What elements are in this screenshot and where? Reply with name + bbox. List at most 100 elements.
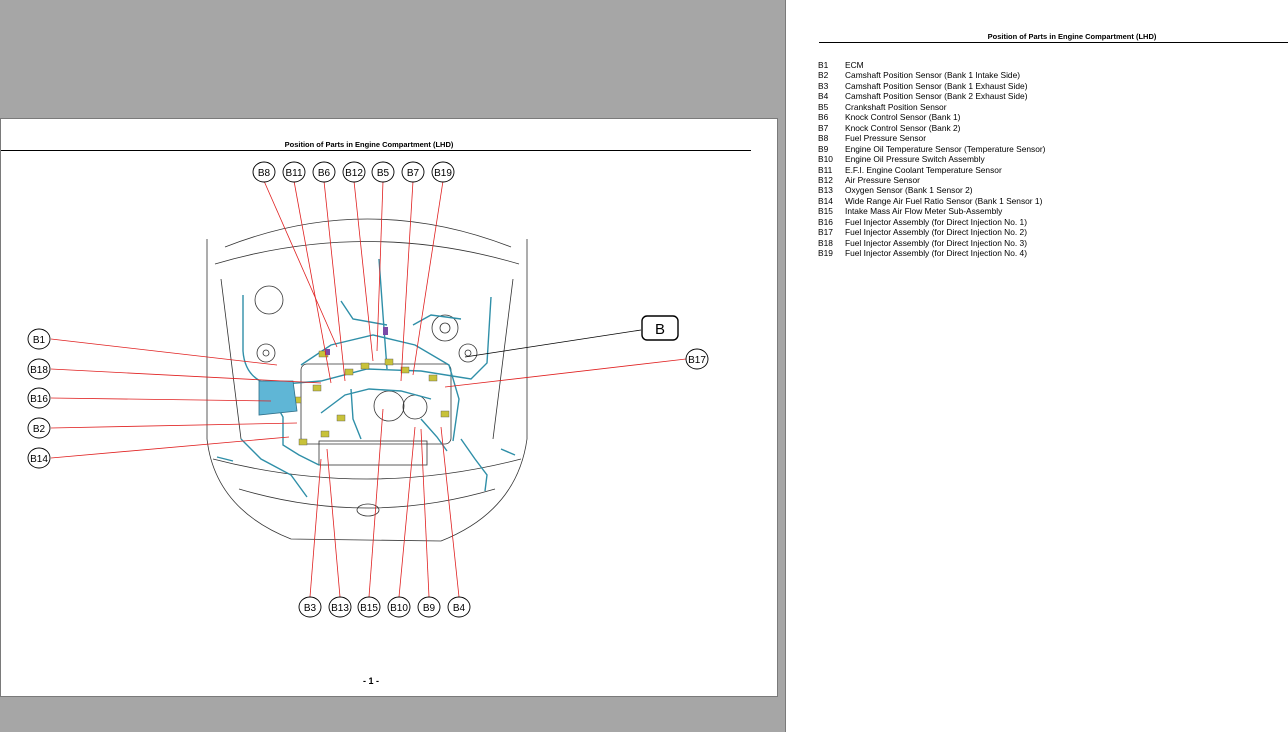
page-number: - 1 - — [362, 676, 379, 686]
callout-b17: B17 — [685, 348, 709, 370]
part-name: Knock Control Sensor (Bank 1) — [845, 112, 961, 123]
document-page-left[interactable]: Position of Parts in Engine Compartment … — [0, 118, 778, 697]
vehicle-outline — [206, 218, 528, 542]
callout-label: B7 — [407, 168, 420, 179]
title-rule — [1, 150, 751, 151]
part-code: B19 — [818, 248, 833, 259]
callout-label: B8 — [258, 168, 271, 179]
list-item: B5 Crankshaft Position Sensor — [818, 102, 1045, 112]
part-name: ECM — [845, 60, 864, 70]
part-name: Camshaft Position Sensor (Bank 1 Exhaust… — [845, 80, 1028, 91]
part-code: B16 — [818, 216, 833, 227]
callout-b2: B2 — [27, 417, 51, 439]
callout-label: B15 — [360, 603, 378, 614]
part-name: Fuel Pressure Sensor — [845, 133, 926, 144]
part-name: Knock Control Sensor (Bank 2) — [845, 122, 961, 133]
part-code: B18 — [818, 237, 833, 248]
callouts-left: B1 B18 B16 B2 B14 — [27, 328, 51, 469]
part-code: B15 — [818, 206, 833, 217]
part-code: B17 — [818, 227, 833, 238]
callout-label: B19 — [434, 168, 452, 179]
callout-b10: B10 — [387, 596, 411, 618]
part-code: B3 — [818, 80, 829, 91]
part-name: Crankshaft Position Sensor — [845, 101, 947, 112]
list-item: B1 ECM — [818, 60, 1045, 70]
callout-b4: B4 — [447, 596, 471, 618]
callout-label: B10 — [390, 603, 408, 614]
leader-lines — [50, 180, 687, 598]
part-code: B12 — [818, 174, 833, 185]
list-item: B3 Camshaft Position Sensor (Bank 1 Exhau… — [818, 81, 1045, 91]
part-code: B9 — [818, 143, 829, 154]
callout-b1: B1 — [27, 328, 51, 350]
part-code: B8 — [818, 133, 829, 144]
list-item: B19 Fuel Injector Assembly (for Direct In… — [818, 248, 1045, 258]
part-code: B13 — [818, 185, 833, 196]
callout-label: B17 — [688, 355, 706, 366]
callout-b19: B19 — [431, 161, 455, 183]
callout-b9: B9 — [417, 596, 441, 618]
list-item: B8 Fuel Pressure Sensor — [818, 133, 1045, 143]
part-name: Engine Oil Pressure Switch Assembly — [845, 154, 985, 165]
callout-label: B12 — [345, 168, 363, 179]
section-label-box: B — [641, 315, 679, 341]
callout-label: B3 — [304, 603, 317, 614]
callout-b14: B14 — [27, 447, 51, 469]
callout-b5: B5 — [371, 161, 395, 183]
callout-label: B4 — [453, 603, 466, 614]
part-name: Engine Oil Temperature Sensor (Temperatu… — [845, 143, 1046, 154]
part-code: B2 — [818, 70, 829, 81]
part-name: E.F.I. Engine Coolant Temperature Sensor — [845, 164, 1002, 175]
engine-compartment-diagram: B8 B11 B6 B12 B5 B7 B19 B1 B18 B16 B2 B1… — [27, 161, 709, 618]
callout-label: B11 — [285, 168, 302, 179]
callout-b12: B12 — [342, 161, 366, 183]
section-label: B — [655, 321, 665, 338]
page-divider — [785, 0, 786, 732]
callout-label: B1 — [33, 335, 46, 346]
callout-b3: B3 — [298, 596, 322, 618]
list-item: B7 Knock Control Sensor (Bank 2) — [818, 123, 1045, 133]
callout-b18: B18 — [27, 358, 51, 380]
part-code: B5 — [818, 101, 829, 112]
part-name: Wide Range Air Fuel Ratio Sensor (Bank 1… — [845, 195, 1043, 206]
part-name: Fuel Injector Assembly (for Direct Injec… — [845, 216, 1027, 227]
ecm-block — [258, 380, 298, 416]
list-item: B13 Oxygen Sensor (Bank 1 Sensor 2) — [818, 185, 1045, 195]
callout-label: B9 — [423, 603, 436, 614]
part-name: Air Pressure Sensor — [845, 174, 920, 185]
page-title: Position of Parts in Engine Compartment … — [284, 140, 454, 149]
callout-b11: B11 — [282, 161, 306, 183]
list-item: B15 Intake Mass Air Flow Meter Sub-Assemb… — [818, 206, 1045, 216]
list-item: B16 Fuel Injector Assembly (for Direct In… — [818, 217, 1045, 227]
callout-label: B5 — [377, 168, 390, 179]
part-code: B4 — [818, 91, 829, 102]
list-item: B9 Engine Oil Temperature Sensor (Tempera… — [818, 144, 1045, 154]
part-name: Fuel Injector Assembly (for Direct Injec… — [845, 248, 1027, 259]
list-item: B2 Camshaft Position Sensor (Bank 1 Intak… — [818, 70, 1045, 80]
callout-b6: B6 — [312, 161, 336, 183]
callout-b16: B16 — [27, 387, 51, 409]
part-code: B10 — [818, 154, 833, 165]
callout-label: B16 — [30, 394, 48, 405]
part-code: B1 — [818, 60, 829, 70]
callout-label: B18 — [30, 365, 48, 376]
callout-b13: B13 — [328, 596, 352, 618]
harness-connectors — [292, 350, 450, 446]
purple-connectors — [325, 327, 388, 355]
callouts-right: B17 — [685, 348, 709, 370]
part-name: Oxygen Sensor (Bank 1 Sensor 2) — [845, 185, 973, 196]
callout-label: B13 — [331, 603, 349, 614]
part-code: B11 — [818, 164, 833, 175]
part-name: Camshaft Position Sensor (Bank 1 Intake … — [845, 70, 1021, 81]
callout-label: B14 — [30, 454, 48, 465]
part-name: Intake Mass Air Flow Meter Sub-Assembly — [845, 206, 1003, 217]
callouts-top: B8 B11 B6 B12 B5 B7 B19 — [252, 161, 455, 183]
document-page-right[interactable]: Position of Parts in Engine Compartment … — [786, 0, 1288, 732]
part-code: B7 — [818, 122, 829, 133]
